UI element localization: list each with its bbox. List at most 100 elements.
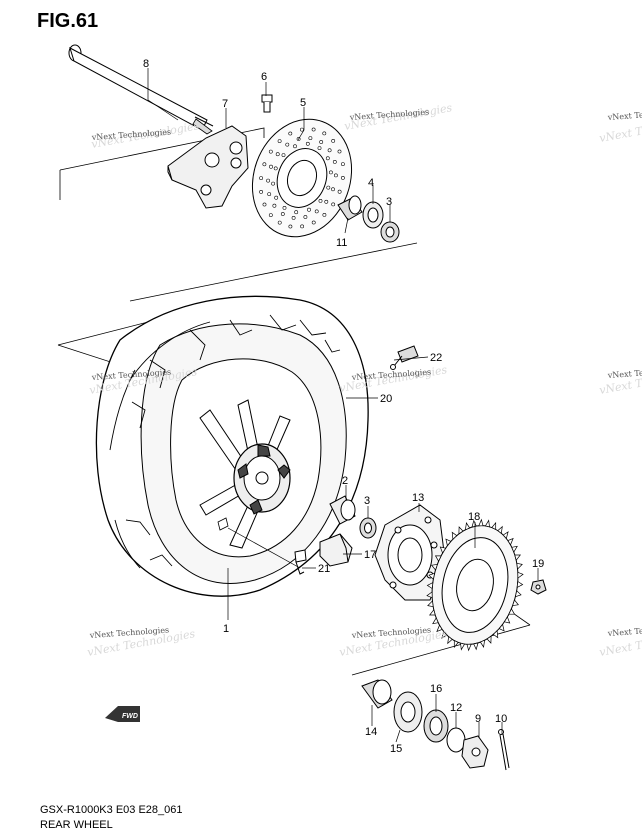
disc-hole [262,202,267,207]
callout-1: 1 [223,623,229,635]
disc-hole [293,144,297,149]
sprocket-tooth [491,521,497,530]
bearing-15[interactable] [393,691,423,733]
disc-hole [299,127,304,132]
disc-hole [285,142,290,147]
wheel-damper[interactable] [319,533,353,567]
sprocket-tooth [517,571,524,579]
sprocket-tooth [453,640,459,649]
disc-hole [318,198,323,203]
axle-spacer-11[interactable] [337,195,363,221]
callout-15: 15 [390,743,402,755]
disc-hole [331,138,336,143]
watermark: vNext Technologies [607,107,642,122]
disc-hole [337,189,342,194]
disc-hole [331,202,336,207]
sprocket-tooth [464,522,471,531]
disc-hole [282,205,287,210]
sprocket-tooth [451,531,458,540]
callout-8: 8 [143,58,149,70]
callout-13: 13 [412,492,424,504]
disc-hole [294,210,299,215]
wheel-nut-21[interactable] [294,549,307,575]
spacer-12[interactable] [446,727,466,753]
disc-hole [333,173,338,178]
rear-brake-disc[interactable] [236,105,367,251]
disc-hole [305,141,310,146]
sprocket-nut[interactable] [530,579,547,595]
cotter-pin[interactable] [498,729,510,771]
sprocket-tooth [436,624,443,633]
figure-title: FIG.61 [37,10,99,32]
disc-hole [274,195,279,200]
sprocket-tooth [492,630,499,639]
fwd-arrow-label: FWD [122,713,138,720]
sprocket-tooth [432,617,439,625]
callout-10: 10 [495,713,507,725]
disc-hole [273,166,278,171]
sprocket-tooth [431,563,438,571]
rear-sprocket[interactable] [421,518,528,653]
callout-20: 20 [380,393,392,405]
disc-hole [262,162,267,167]
sprocket-tooth [486,635,492,644]
sprocket-tooth [428,609,436,616]
disc-hole [326,185,331,190]
disc-hole [332,159,337,164]
callout-6: 6 [261,71,267,83]
disc-hole [319,140,324,144]
sprocket-tooth [479,639,486,648]
callout-2: 2 [342,475,348,487]
oil-seal-16[interactable] [423,709,449,743]
callout-11: 11 [336,237,347,249]
disc-hole [300,224,305,229]
watermark: vNext Technologies [607,623,642,638]
sprocket-tooth [441,630,448,639]
disc-hole [328,170,333,175]
callout-14: 14 [365,726,377,738]
sprocket-tooth [458,526,464,535]
disc-hole [277,220,282,225]
oil-seal-upper[interactable] [380,221,400,243]
sprocket-tooth [466,643,472,652]
sprocket-tooth [447,636,453,645]
disc-hole [311,220,316,225]
sprocket-tooth [428,572,436,580]
sprocket-spacer-14[interactable] [361,679,393,709]
rear-axle[interactable] [68,44,214,135]
disc-hole [331,187,335,192]
disc-hole [280,212,285,216]
sprocket-tooth [516,580,524,589]
disc-hole [288,131,293,136]
sprocket-tooth [511,545,518,553]
caliper-bracket[interactable] [167,125,249,209]
disc-hole [288,224,293,229]
oil-seal-lower[interactable] [359,517,377,539]
disc-hole [308,136,313,141]
disc-hole [322,131,327,136]
callout-19: 19 [532,558,544,570]
disc-hole [281,153,286,158]
callout-3-upper: 3 [386,196,392,208]
disc-hole [268,213,273,218]
sprocket-mounting-drum[interactable] [374,504,446,601]
sprocket-tooth [508,608,516,615]
disc-hole [266,178,271,183]
disc-hole [268,149,273,154]
sprocket-tooth [498,623,505,632]
caliper-bolt[interactable] [261,94,273,113]
bearing-4[interactable] [362,201,384,229]
disc-hole [267,192,272,197]
rear-wheel-assembly[interactable] [95,295,369,597]
disc-hole [307,207,311,212]
callout-leaders [147,68,539,743]
sprocket-tooth [426,581,434,590]
axle-nut[interactable] [461,735,489,769]
sprocket-tooth [478,518,484,527]
tire-valve[interactable] [390,345,419,370]
sprocket-tooth [426,591,433,599]
callout-12: 12 [450,702,462,714]
sprocket-tooth [514,554,522,561]
wheel-spacer-2[interactable] [329,495,356,525]
callout-7: 7 [222,98,228,110]
